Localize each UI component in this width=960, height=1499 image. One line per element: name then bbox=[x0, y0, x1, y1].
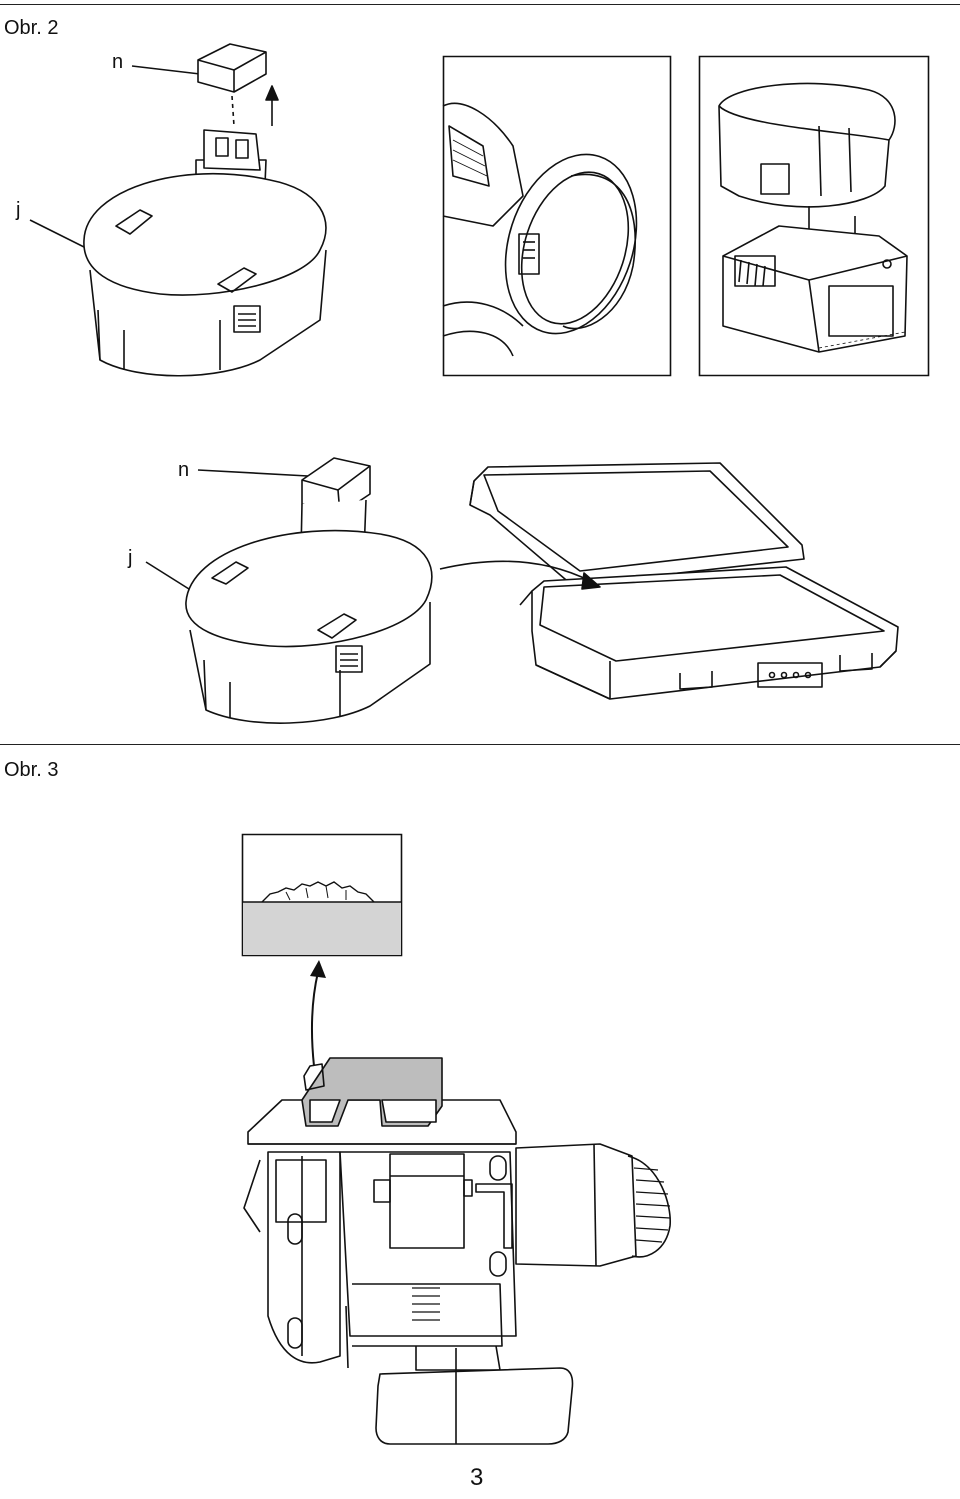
figure-3-label: Obr. 3 bbox=[4, 759, 59, 781]
callout-j-top: j bbox=[16, 199, 21, 221]
page-number: 3 bbox=[470, 1464, 484, 1491]
figure-2-label: Obr. 2 bbox=[4, 17, 59, 39]
battery-cap-removal-illustration bbox=[20, 30, 340, 390]
battery-in-tool-panel bbox=[443, 56, 671, 376]
carrying-case-illustration bbox=[440, 455, 910, 715]
callout-j-bottom: j bbox=[128, 547, 133, 569]
callout-n-top: n bbox=[112, 51, 124, 73]
blade-detail-inset bbox=[242, 834, 402, 956]
top-rule bbox=[0, 4, 960, 5]
figure-3-rule bbox=[0, 744, 960, 745]
battery-cap-fitted-illustration bbox=[140, 450, 440, 730]
circular-saw-illustration bbox=[240, 1056, 680, 1444]
detail-arrow bbox=[310, 960, 326, 1068]
battery-on-charger-panel bbox=[699, 56, 929, 376]
callout-n-bottom: n bbox=[178, 459, 190, 481]
